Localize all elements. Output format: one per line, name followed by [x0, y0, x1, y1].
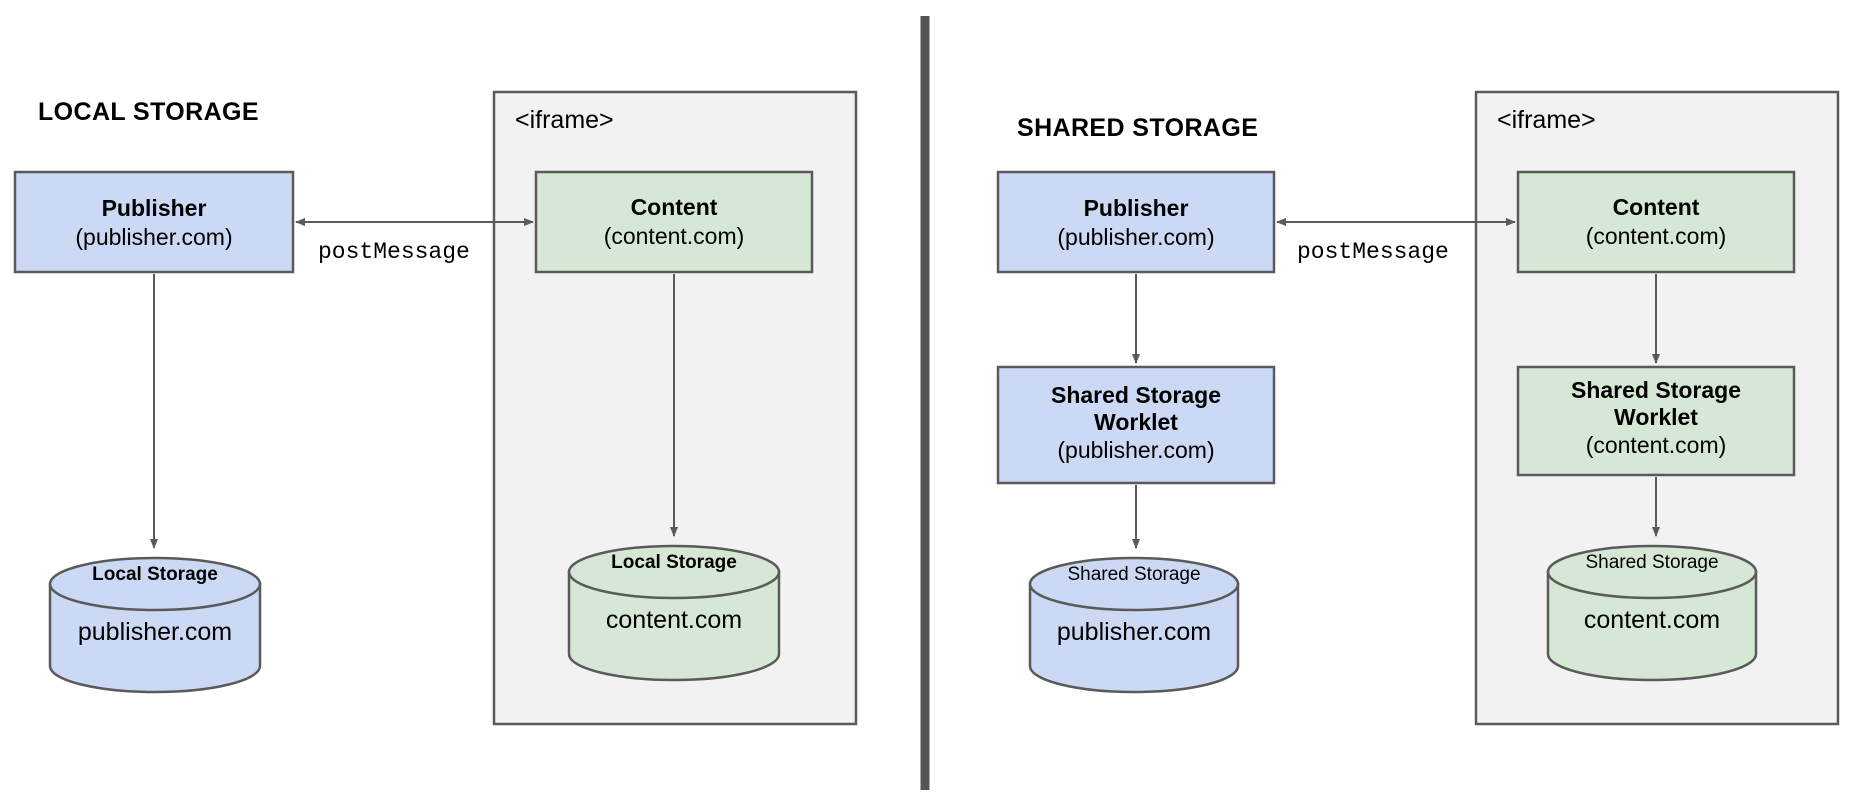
box-publisher-shared-subtitle: (publisher.com)	[1057, 224, 1214, 250]
cylinder-body-content-local	[567, 570, 781, 682]
cylinder-top-label-publisher-local: Local Storage	[92, 564, 218, 585]
box-content-local-subtitle: (content.com)	[604, 223, 745, 249]
box-publisher-local-subtitle: (publisher.com)	[75, 224, 232, 250]
box-content-shared-title: Content	[1613, 194, 1700, 220]
box-content-local[interactable]: Content (content.com)	[534, 170, 814, 274]
box-content-shared-subtitle: (content.com)	[1586, 223, 1727, 249]
box-content-shared-rect	[1516, 170, 1796, 274]
cylinder-body-label-publisher-local: publisher.com	[78, 618, 232, 646]
edge-label-postmessage-local: postMessage	[318, 239, 470, 265]
box-content-worklet-title-line1: Shared Storage	[1571, 377, 1741, 403]
box-publisher-worklet-title-line1: Shared Storage	[1051, 382, 1221, 408]
cylinder-top-publisher-local	[48, 556, 262, 612]
cylinder-body-publisher-local	[48, 582, 262, 694]
iframe-label-shared: <iframe>	[1497, 106, 1596, 134]
box-publisher-shared-title: Publisher	[1084, 195, 1189, 221]
cylinder-top-label-publisher-shared: Shared Storage	[1067, 564, 1200, 585]
box-publisher-worklet-subtitle: (publisher.com)	[1057, 437, 1214, 463]
edge-label-postmessage-shared: postMessage	[1297, 239, 1449, 265]
cylinder-top-content-shared	[1546, 544, 1758, 600]
cylinder-content-shared-storage[interactable]: Shared Storage content.com	[1546, 544, 1758, 682]
edge-postmessage-shared: postMessage	[1276, 218, 1516, 265]
box-content-worklet-title-line2: Worklet	[1614, 404, 1698, 430]
box-content-worklet-rect	[1516, 365, 1796, 477]
cylinder-body-publisher-shared	[1028, 582, 1240, 694]
box-content-worklet-subtitle: (content.com)	[1586, 432, 1727, 458]
cylinder-top-label-content-local: Local Storage	[611, 552, 737, 573]
box-content-local-rect	[534, 170, 814, 274]
cylinder-body-label-publisher-shared: publisher.com	[1057, 618, 1211, 646]
box-publisher-worklet-rect	[996, 365, 1276, 485]
iframe-label-local: <iframe>	[515, 106, 614, 134]
panel-title-shared-storage: SHARED STORAGE	[1017, 114, 1258, 142]
cylinder-top-label-content-shared: Shared Storage	[1585, 552, 1718, 573]
cylinder-top-publisher-shared	[1028, 556, 1240, 612]
box-publisher-local[interactable]: Publisher (publisher.com)	[13, 170, 295, 274]
box-content-worklet[interactable]: Shared Storage Worklet (content.com)	[1516, 365, 1796, 477]
box-publisher-local-rect	[13, 170, 295, 274]
cylinder-publisher-shared-storage[interactable]: Shared Storage publisher.com	[1028, 556, 1240, 694]
box-publisher-shared[interactable]: Publisher (publisher.com)	[996, 170, 1276, 274]
cylinder-body-label-content-shared: content.com	[1584, 606, 1720, 634]
cylinder-content-local-storage[interactable]: Local Storage content.com	[567, 544, 781, 682]
box-publisher-worklet-title-line2: Worklet	[1094, 409, 1178, 435]
box-publisher-shared-rect	[996, 170, 1276, 274]
cylinder-publisher-local-storage[interactable]: Local Storage publisher.com	[48, 556, 262, 694]
box-content-local-title: Content	[631, 194, 718, 220]
cylinder-top-content-local	[567, 544, 781, 600]
panel-local-storage: LOCAL STORAGE <iframe> Publisher (publis…	[13, 90, 858, 726]
panel-shared-storage: SHARED STORAGE <iframe> Publisher (publi…	[996, 90, 1840, 726]
edge-postmessage-local: postMessage	[295, 218, 534, 265]
panel-title-local-storage: LOCAL STORAGE	[38, 98, 259, 126]
box-publisher-worklet[interactable]: Shared Storage Worklet (publisher.com)	[996, 365, 1276, 485]
cylinder-body-content-shared	[1546, 570, 1758, 682]
box-publisher-local-title: Publisher	[102, 195, 207, 221]
cylinder-body-label-content-local: content.com	[606, 606, 742, 634]
box-content-shared[interactable]: Content (content.com)	[1516, 170, 1796, 274]
